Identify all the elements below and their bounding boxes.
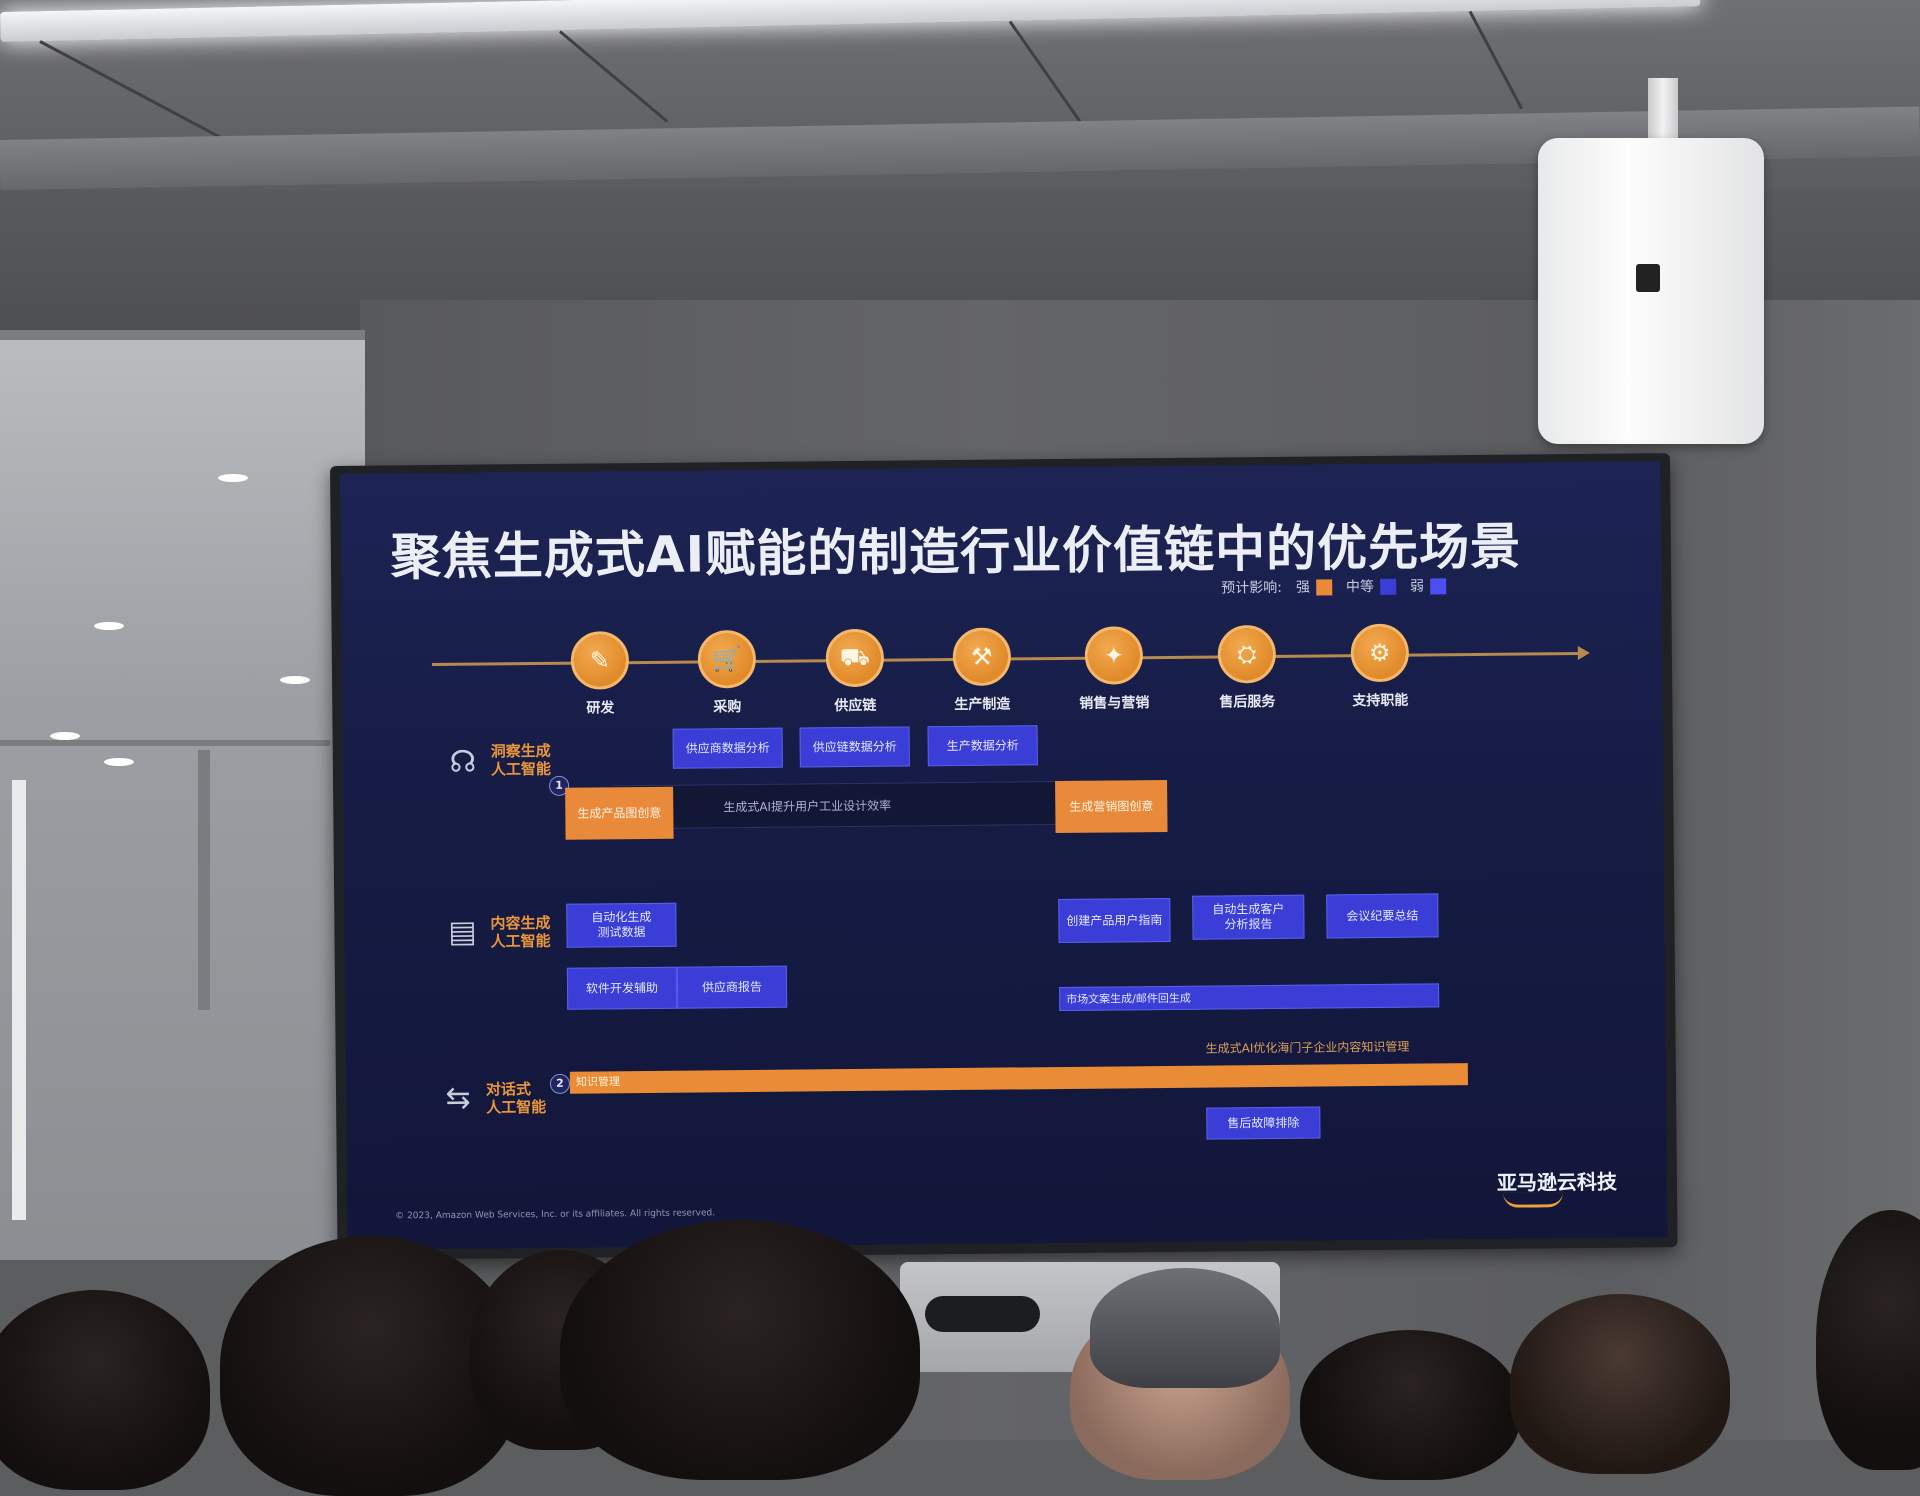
insight-box-production-data: 生产数据分析 <box>927 725 1038 767</box>
glass-frame <box>0 330 365 340</box>
glass-reflection-light <box>94 622 124 630</box>
wrench-hand-icon: ✎ <box>570 631 630 690</box>
market-copy-bar: 市场文案生成/邮件回生成 <box>1059 983 1440 1012</box>
row-label-insight: 洞察生成 人工智能 <box>490 741 552 779</box>
service-truck-icon: ⛭ <box>1217 624 1277 684</box>
legend-swatch <box>1315 579 1333 596</box>
amazon-smile-icon <box>1503 1192 1564 1208</box>
legend-swatch <box>1379 578 1397 595</box>
supply-chain-icon: ⛟ <box>825 628 885 688</box>
glass-reflection-light <box>50 732 80 740</box>
glass-reflection-light <box>104 758 134 766</box>
audience-baseball-cap <box>1090 1268 1280 1388</box>
glass-frame <box>198 750 210 1010</box>
glass-meeting-room <box>0 330 365 1260</box>
content-box-customer-report: 自动生成客户 分析报告 <box>1192 894 1305 940</box>
audience-head <box>560 1220 920 1480</box>
glass-frame <box>12 780 26 1220</box>
glass-frame <box>0 740 330 746</box>
stage-rnd: ✎ 研发 <box>540 631 661 718</box>
speaker-mount <box>1648 78 1678 144</box>
design-efficiency-text: 生成式AI提升用户工业设计效率 <box>723 798 892 815</box>
content-box-meeting-summary: 会议纪要总结 <box>1326 893 1439 939</box>
timeline-arrowhead <box>1577 645 1590 661</box>
legend-item-strong: 强 <box>1296 576 1333 596</box>
glass-reflection-light <box>218 474 248 482</box>
shopping-cart-icon: 🛒 <box>697 629 757 689</box>
aftersales-troubleshooting-box: 售后故障排除 <box>1206 1106 1321 1140</box>
stage-after-sales: ⛭ 售后服务 <box>1187 624 1308 712</box>
insight-box-supply-chain-data: 供应链数据分析 <box>799 726 910 768</box>
tv-display: 聚焦生成式AI赋能的制造行业价值链中的优先场景 预计影响: 强 中等 弱 ✎ 研… <box>330 453 1678 1260</box>
content-box-test-data: 自动化生成 测试数据 <box>566 902 677 948</box>
stage-supply-chain: ⛟ 供应链 <box>795 628 916 715</box>
brain-head-icon: ☊ <box>449 744 477 780</box>
content-box-user-guide: 创建产品用户指南 <box>1058 897 1171 944</box>
impact-legend: 预计影响: 强 中等 弱 <box>1221 575 1447 597</box>
insight-box-supplier-data: 供应商数据分析 <box>672 727 783 769</box>
price-tag-icon: ✦ <box>1084 626 1144 685</box>
audience-head <box>1510 1294 1730 1474</box>
camera-lens-icon <box>925 1296 1040 1332</box>
content-box-software-dev: 软件开发辅助 <box>566 966 678 1010</box>
legend-swatch <box>1429 578 1447 595</box>
stage-support-functions: ⚙ 支持职能 <box>1320 623 1441 710</box>
factory-icon: ⚒ <box>952 627 1012 687</box>
stage-sales-marketing: ✦ 销售与营销 <box>1054 626 1175 713</box>
knowledge-note: 生成式AI优化海门子企业内容知识管理 <box>1205 1039 1410 1056</box>
document-icon: ▤ <box>448 914 477 950</box>
audience-head <box>1300 1330 1520 1480</box>
row-label-content: 内容生成 人工智能 <box>490 913 551 951</box>
speaker-logo-icon <box>1636 264 1660 292</box>
legend-label: 预计影响: <box>1221 579 1283 597</box>
legend-item-medium: 中等 <box>1346 576 1397 596</box>
orange-box-product-creative: 生成产品图创意 <box>565 786 674 840</box>
copyright-text: © 2023, Amazon Web Services, Inc. or its… <box>395 1208 716 1222</box>
number-badge-2: 2 <box>549 1073 571 1094</box>
audience-head <box>0 1290 210 1490</box>
stage-procurement: 🛒 采购 <box>667 629 788 717</box>
exchange-arrows-icon: ⇆ <box>445 1080 471 1116</box>
content-box-supplier-report: 供应商报告 <box>676 965 788 1009</box>
gear-icon: ⚙ <box>1350 623 1410 683</box>
stage-manufacturing: ⚒ 生产制造 <box>922 627 1043 714</box>
slide: 聚焦生成式AI赋能的制造行业价值链中的优先场景 预计影响: 强 中等 弱 ✎ 研… <box>340 461 1668 1250</box>
legend-item-weak: 弱 <box>1410 575 1447 595</box>
knowledge-management-bar: 知识管理 <box>569 1063 1468 1094</box>
glass-reflection-light <box>280 676 310 684</box>
orange-box-marketing-creative: 生成营销图创意 <box>1055 779 1168 834</box>
